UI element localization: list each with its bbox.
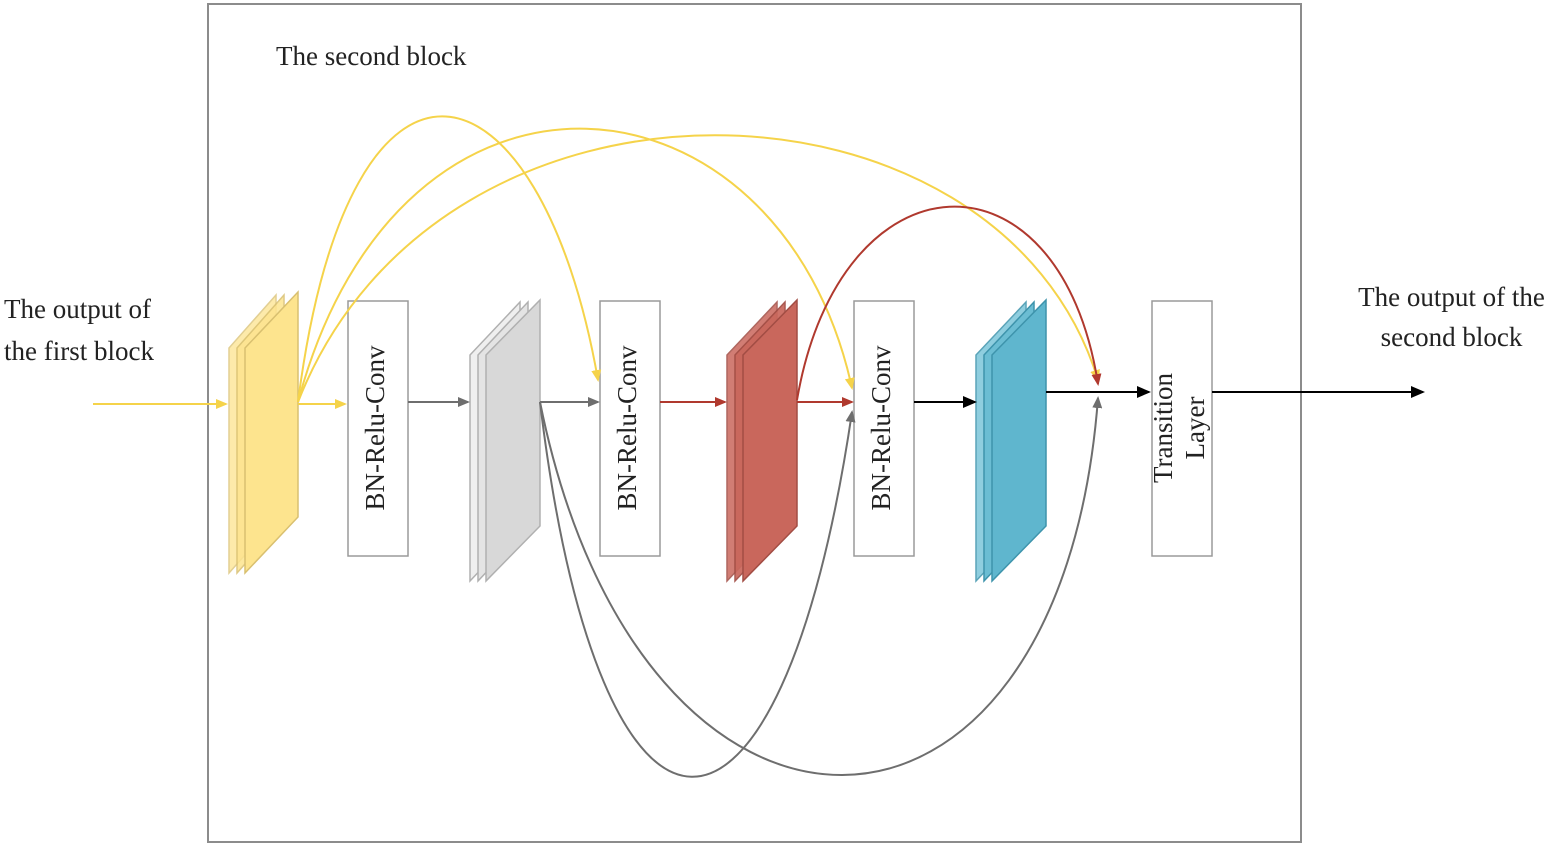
bn-relu-conv-label-1: BN-Relu-Conv (360, 345, 390, 510)
output-label: The output of the second block (1358, 282, 1545, 352)
gray-skip-to-op3 (539, 401, 856, 778)
feature-map-gray (469, 298, 541, 583)
feature-map-yellow (228, 290, 299, 575)
bn-relu-conv-label-2: BN-Relu-Conv (612, 345, 642, 510)
transition-label-line2: Layer (1180, 397, 1210, 460)
input-label: The output of the first block (4, 294, 154, 366)
yellow-skip-to-transition (297, 134, 1100, 403)
bn-relu-conv-box-1: BN-Relu-Conv (347, 300, 409, 557)
block-title: The second block (276, 41, 467, 71)
red-skip-to-transition (796, 205, 1102, 401)
gray-skip-to-transition (539, 396, 1103, 776)
feature-map-red (726, 298, 798, 583)
bn-relu-conv-label-3: BN-Relu-Conv (866, 345, 896, 510)
yellow-skip-to-op2 (297, 115, 602, 403)
transition-label-line1: Transition (1148, 372, 1178, 483)
feature-map-blue (975, 298, 1047, 583)
yellow-skip-to-op3 (297, 127, 855, 403)
block-frame (207, 3, 1302, 843)
bn-relu-conv-box-2: BN-Relu-Conv (599, 300, 661, 557)
bn-relu-conv-box-3: BN-Relu-Conv (853, 300, 915, 557)
transition-layer-box: Transition Layer (1148, 300, 1213, 557)
